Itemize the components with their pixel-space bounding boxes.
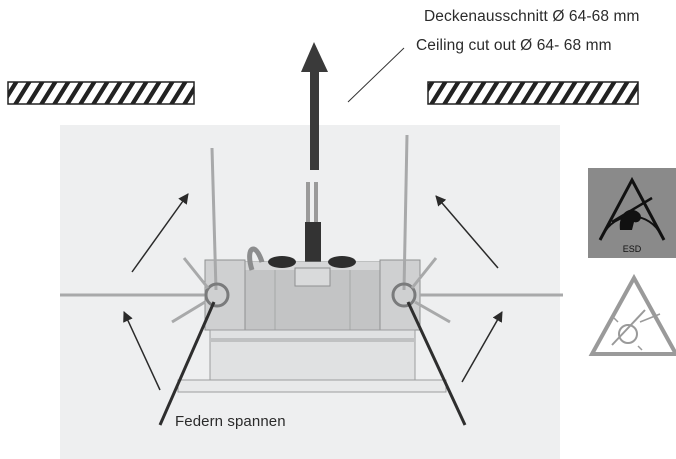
spring-right <box>391 134 563 426</box>
insert-up-arrow <box>301 42 328 170</box>
esd-label: ESD <box>623 244 642 254</box>
arrow-upper-left <box>131 193 189 273</box>
cutout-leader-line <box>347 47 405 103</box>
cutout-label-de: Deckenausschnitt Ø 64-68 mm <box>424 8 640 25</box>
cutout-label-en: Ceiling cut out Ø 64- 68 mm <box>416 37 612 54</box>
spring-instruction-label: Federn spannen <box>175 413 286 430</box>
cable <box>305 182 321 272</box>
spring-left <box>60 147 230 426</box>
arrow-lower-left <box>123 311 161 391</box>
spring-motion-arrows <box>123 193 503 391</box>
arrow-upper-right <box>435 195 499 269</box>
esd-warning-icon: ESD <box>588 168 676 258</box>
ceiling-left <box>7 81 195 105</box>
no-direct-light-icon <box>588 273 676 356</box>
arrow-lower-right <box>461 311 503 383</box>
fixture-housing <box>177 246 447 393</box>
ceiling-right <box>427 81 639 105</box>
